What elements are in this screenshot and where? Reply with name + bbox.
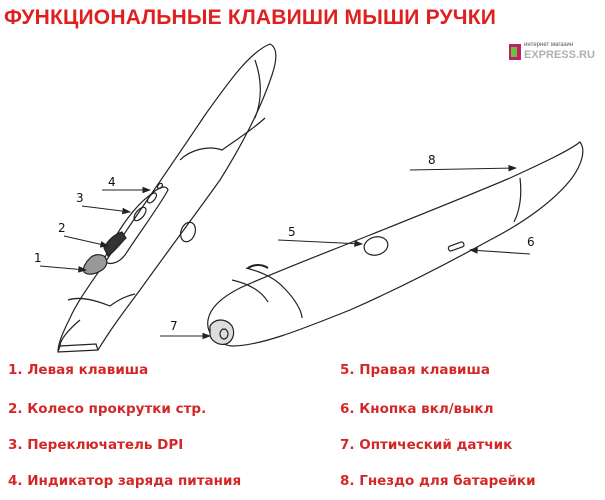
callout-8: 8: [428, 153, 436, 167]
page-title: ФУНКЦИОНАЛЬНЫЕ КЛАВИШИ МЫШИ РУЧКИ: [4, 6, 497, 29]
store-logo: интернет магазин EXPRESS.RU: [508, 36, 600, 66]
store-logo-icon: [509, 44, 521, 60]
store-logo-tagline: интернет магазин: [524, 42, 574, 48]
pen-mouse-right-view: [207, 141, 584, 347]
callout-5: 5: [288, 225, 296, 239]
callout-6: 6: [527, 235, 535, 249]
legend-item-7: 7. Оптический датчик: [340, 437, 513, 453]
legend-item-8: 8. Гнездо для батарейки: [340, 473, 536, 489]
legend-item-6: 6. Кнопка вкл/выкл: [340, 401, 494, 417]
callout-1: 1: [34, 251, 42, 265]
store-logo-name: EXPRESS.RU: [524, 49, 595, 61]
callout-arrows: [39, 164, 531, 340]
callout-4: 4: [108, 175, 116, 189]
pen-mouse-left-view: [57, 43, 277, 353]
legend-item-3: 3. Переключатель DPI: [8, 437, 184, 453]
legend-item-2: 2. Колесо прокрутки стр.: [8, 401, 207, 417]
callout-2: 2: [58, 221, 66, 235]
legend-item-1: 1. Левая клавиша: [8, 362, 149, 378]
legend-item-4: 4. Индикатор заряда питания: [8, 473, 242, 489]
callout-7: 7: [170, 319, 178, 333]
legend-item-5: 5. Правая клавиша: [340, 362, 490, 378]
callout-3: 3: [76, 191, 84, 205]
